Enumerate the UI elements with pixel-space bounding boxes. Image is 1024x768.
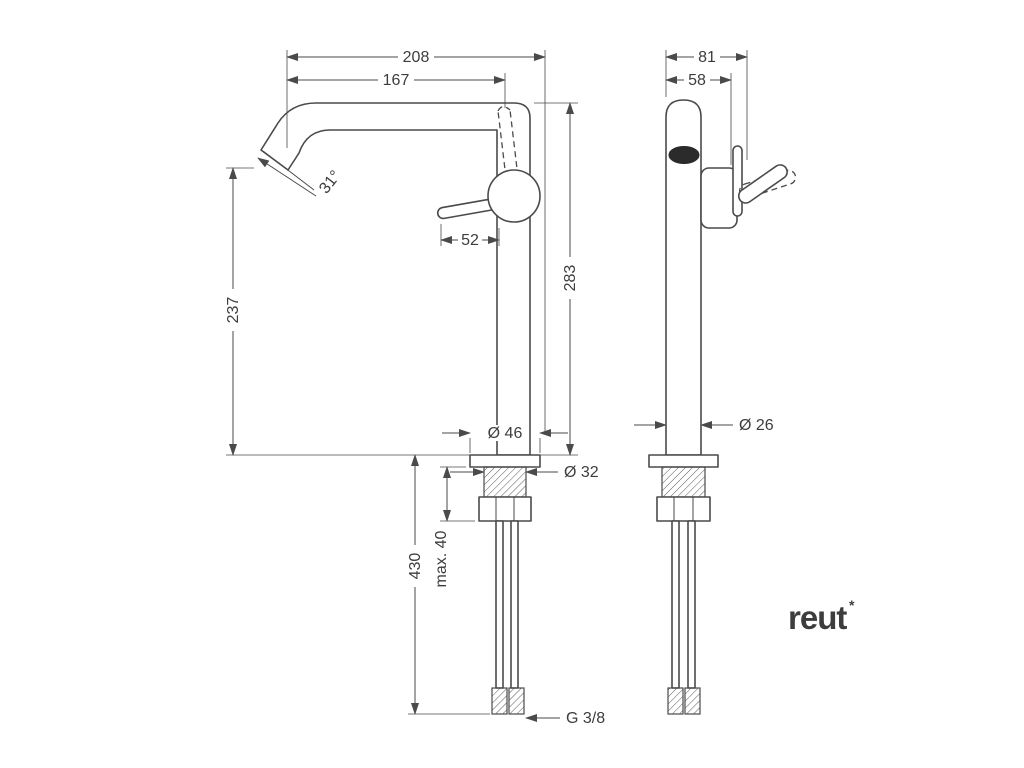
dim-label-max40: max. 40 (433, 530, 450, 587)
hose-connector-side-right (684, 687, 701, 715)
dim-handle-length: 52 (440, 224, 500, 249)
dim-label-dia26: Ø 26 (739, 417, 774, 434)
dim-label-g38: G 3/8 (566, 710, 605, 727)
dim-label-283: 283 (562, 265, 579, 292)
spout-outlet-side (668, 146, 700, 164)
dim-dia-base: Ø 46 (442, 425, 568, 453)
dim-depth-total: 81 (665, 49, 748, 160)
brand-logo-text: reut (788, 599, 847, 636)
handle-grip-side (737, 164, 788, 204)
handle-rod-side (732, 145, 743, 217)
dim-width-total: 208 (286, 49, 546, 433)
dim-hose-length: 430 (407, 454, 490, 715)
hose-connector-front-left (491, 687, 508, 715)
handle-assembly-side (700, 145, 797, 229)
dim-width-spout: 167 (286, 72, 506, 108)
dim-label-dia32: Ø 32 (564, 464, 599, 481)
dim-label-dia46: Ø 46 (488, 425, 523, 442)
dim-label-58: 58 (688, 72, 706, 89)
dim-height-total: 283 (534, 102, 579, 456)
dim-dia-body: Ø 26 (634, 417, 774, 434)
threaded-shank-front (483, 466, 527, 498)
faucet-side-outline (665, 99, 702, 456)
dim-label-angle: 31° (316, 168, 344, 198)
dim-label-167: 167 (383, 72, 410, 89)
handle-raised-dashed (497, 106, 519, 179)
front-view: 31° 208 167 52 (225, 49, 605, 727)
supply-hose-front-right (510, 520, 519, 689)
dim-max-mounting: max. 40 (433, 466, 475, 593)
side-view: 81 58 Ø 26 (634, 49, 797, 715)
supply-hose-front-left (495, 520, 504, 689)
faucet-front-outline (260, 102, 531, 456)
dim-depth-body: 58 (665, 72, 732, 165)
base-assembly-side (648, 454, 719, 715)
mounting-nut-side (656, 496, 711, 522)
handle-block-side (700, 167, 738, 229)
supply-hose-side-right (687, 520, 696, 689)
dim-label-237: 237 (225, 297, 242, 324)
threaded-shank-side (661, 466, 706, 498)
hose-connector-side-left (667, 687, 684, 715)
brand-logo-mark: * (849, 597, 855, 613)
dim-label-52: 52 (461, 232, 479, 249)
mounting-nut-front (478, 496, 532, 522)
dim-label-81: 81 (698, 49, 716, 66)
base-flange-front (469, 454, 541, 468)
dim-thread: G 3/8 (525, 710, 605, 727)
dim-label-430: 430 (407, 553, 424, 580)
dim-height-spout: 237 (225, 167, 254, 456)
hose-connector-front-right (508, 687, 525, 715)
supply-hose-side-left (671, 520, 680, 689)
base-flange-side (648, 454, 719, 468)
dim-dia-shank: Ø 32 (450, 464, 599, 481)
brand-logo: reut * (788, 597, 855, 636)
base-assembly-front (469, 454, 541, 715)
handle-ball-joint (487, 169, 541, 223)
dim-label-208: 208 (403, 49, 430, 66)
